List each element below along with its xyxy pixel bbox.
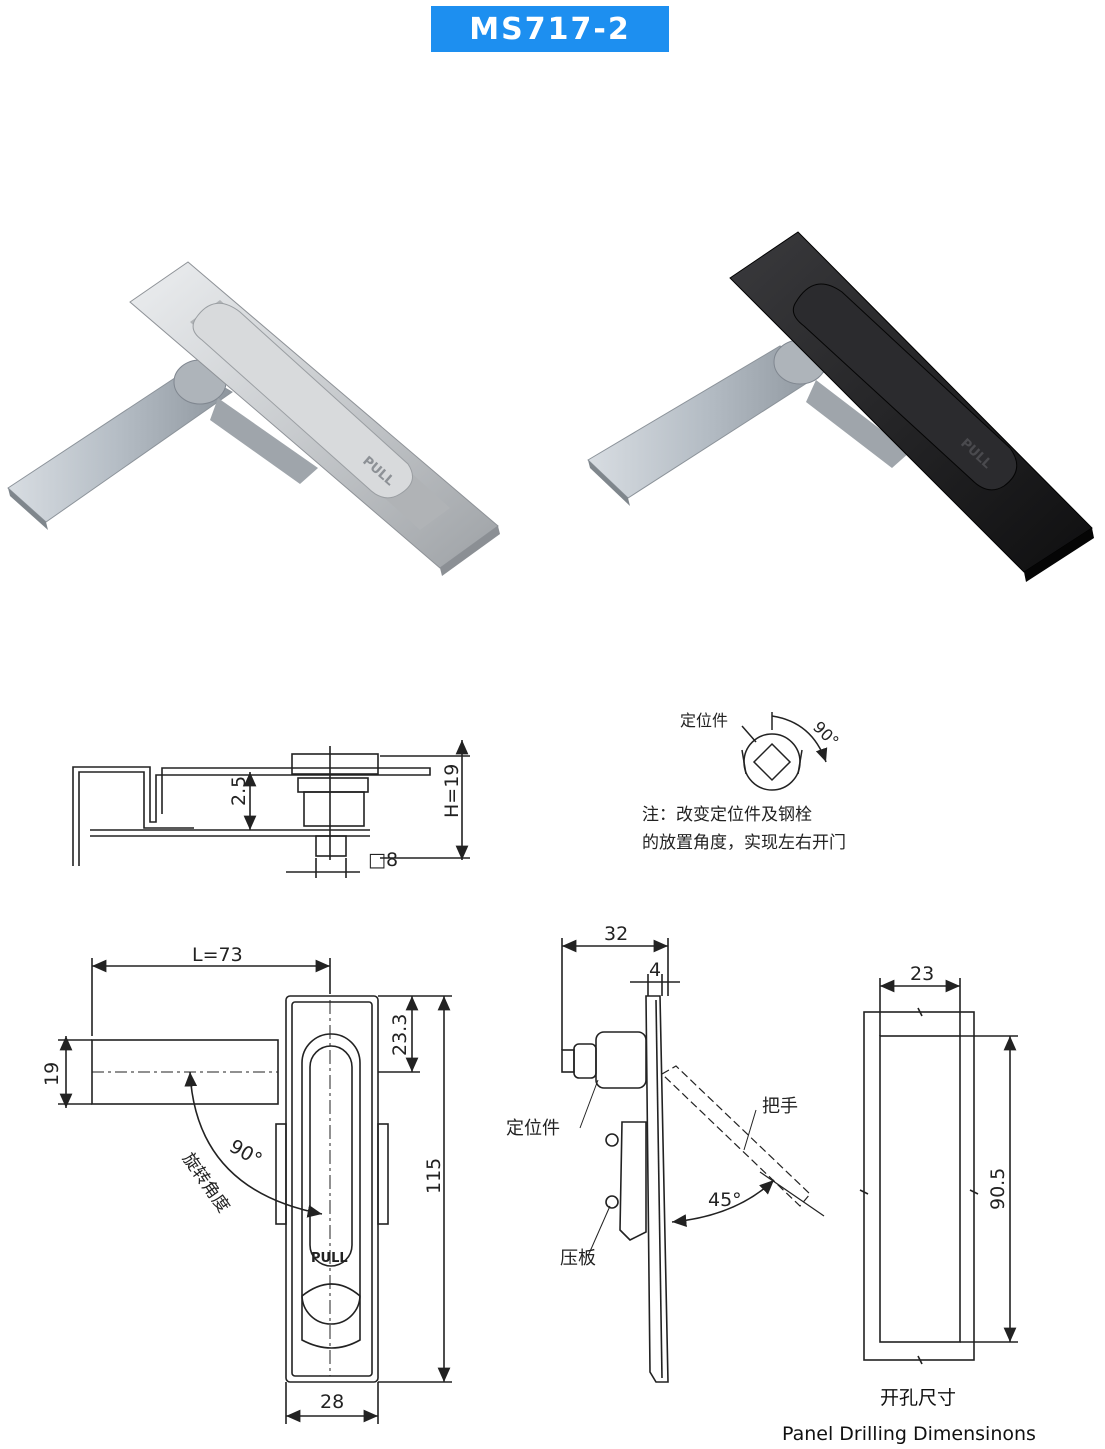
dim-length: L=73 (192, 944, 243, 966)
label-plate: 压板 (560, 1248, 596, 1269)
dim-28: 28 (320, 1391, 344, 1413)
dim-2-5: 2.5 (228, 776, 250, 806)
dim-height: H=19 (441, 764, 463, 818)
angle-90-label: 90° (809, 717, 842, 750)
front-pull-text: PULL (311, 1251, 348, 1266)
positioner-label: 定位件 (680, 711, 728, 730)
front-view-drawing (58, 958, 452, 1424)
note-line-2: 的放置角度，实现左右开门 (642, 833, 846, 853)
cutout-caption-en: Panel Drilling Dimensinons (782, 1423, 1036, 1445)
orientation-detail (741, 712, 828, 791)
cutout-caption-cn: 开孔尺寸 (880, 1387, 956, 1409)
dim-4: 4 (649, 959, 661, 981)
dim-90-5: 90.5 (987, 1168, 1009, 1210)
dim-square: □8 (368, 849, 398, 871)
dim-23: 23 (910, 963, 934, 985)
dim-23-3: 23.3 (389, 1014, 411, 1056)
cutout-drawing (859, 978, 1018, 1365)
dim-32: 32 (604, 923, 628, 945)
side-view-drawing (72, 740, 470, 878)
angle-45: 45° (708, 1189, 742, 1211)
rotation-angle: 90° (226, 1135, 266, 1171)
silver-latch-photo: PULL (7, 261, 500, 576)
profile-view-drawing (561, 938, 825, 1383)
note-line-1: 注：改变定位件及钢栓 (642, 805, 812, 825)
label-positioner: 定位件 (506, 1118, 560, 1139)
dim-19: 19 (41, 1062, 63, 1086)
product-title-badge: MS717-2 (431, 6, 669, 52)
rotation-label: 旋转角度 (178, 1149, 233, 1216)
label-handle: 把手 (762, 1096, 798, 1117)
dim-115: 115 (423, 1158, 445, 1194)
black-latch-photo: PULL (587, 231, 1094, 582)
